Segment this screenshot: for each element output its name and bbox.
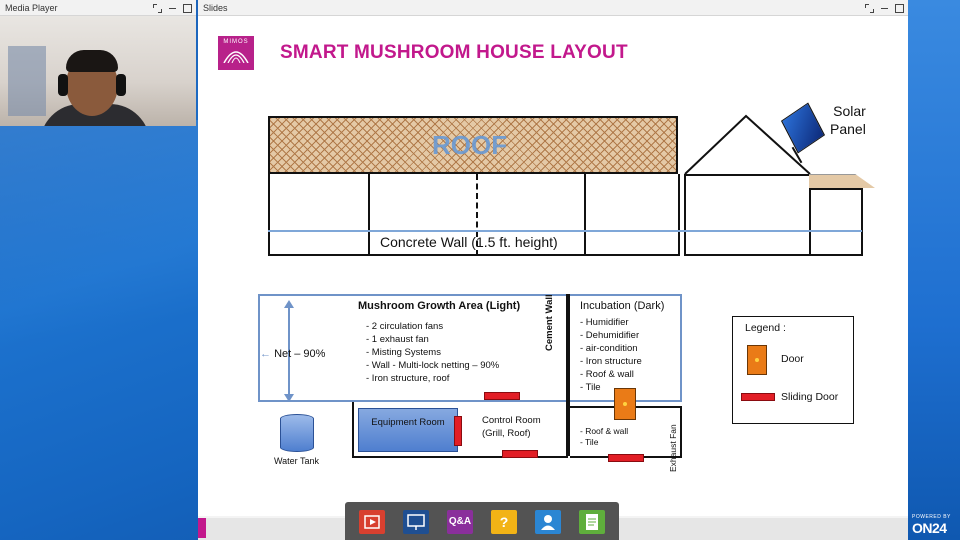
slides-titlebar: Slides xyxy=(198,0,908,16)
legend-sliding-door-label: Sliding Door xyxy=(781,391,839,403)
sliding-door xyxy=(454,416,462,446)
net-arrow xyxy=(288,304,290,396)
maximize-icon[interactable] xyxy=(895,3,904,13)
media-player-title: Media Player xyxy=(5,3,58,13)
concrete-wall-label: Concrete Wall (1.5 ft. height) xyxy=(380,234,558,250)
cement-wall xyxy=(566,294,570,456)
help-button[interactable]: ? xyxy=(491,510,517,534)
side-gable-roof xyxy=(684,114,811,175)
list-item: - Tile xyxy=(580,382,601,393)
legend-title: Legend : xyxy=(745,322,786,334)
slides-icon[interactable] xyxy=(403,510,429,534)
sliding-door-legend-icon xyxy=(741,393,775,401)
presenter-video xyxy=(0,16,196,126)
water-tank-icon xyxy=(280,414,314,452)
roof-block: ROOF xyxy=(268,116,678,174)
desktop-background-edge xyxy=(908,0,960,540)
door xyxy=(614,388,636,420)
list-item: - Misting Systems xyxy=(366,347,441,358)
side-extension xyxy=(809,188,863,256)
lower-right-list: - Roof & wall - Tile xyxy=(580,426,628,448)
equipment-room: Equipment Room xyxy=(358,408,458,452)
speaker-bio-icon[interactable] xyxy=(535,510,561,534)
list-item: - 2 circulation fans xyxy=(366,321,444,332)
arrow-left-icon: ← xyxy=(260,348,271,360)
list-item: - Wall - Multi-lock netting – 90% xyxy=(366,360,500,371)
door-legend-icon xyxy=(747,345,767,375)
expand-icon[interactable] xyxy=(865,3,874,13)
maximize-icon[interactable] xyxy=(183,3,192,13)
legend-door-label: Door xyxy=(781,353,804,365)
incubation-title: Incubation (Dark) xyxy=(580,300,665,312)
expand-icon[interactable] xyxy=(153,3,162,13)
slides-title: Slides xyxy=(203,3,228,13)
side-extension-roof xyxy=(809,174,875,188)
cement-wall-label: Cement Wall xyxy=(544,294,555,351)
growth-area-list: - 2 circulation fans - 1 exhaust fan - M… xyxy=(366,320,499,385)
sliding-door xyxy=(484,392,520,400)
minimize-icon[interactable] xyxy=(168,4,177,13)
desktop-background xyxy=(0,120,200,540)
list-item: - air-condition xyxy=(580,343,638,354)
media-player-titlebar: Media Player xyxy=(0,0,196,16)
slide-canvas: MIMOS SMART MUSHROOM HOUSE LAYOUT ROOF S… xyxy=(198,16,908,516)
slides-window: Slides MIMOS SMART MUSHROOM HOUSE LAYOUT… xyxy=(198,0,908,540)
list-item: - Humidifier xyxy=(580,317,629,328)
minimize-icon[interactable] xyxy=(880,4,889,13)
list-item: - Dehumidifier xyxy=(580,330,640,341)
lower-rooms xyxy=(352,402,568,458)
media-player-icon[interactable] xyxy=(359,510,385,534)
list-item: - Roof & wall xyxy=(580,369,634,380)
arrow-down-icon xyxy=(284,394,294,402)
dashed-section xyxy=(476,174,586,256)
list-item: - Iron structure, roof xyxy=(366,373,450,384)
house-divider xyxy=(368,174,370,256)
on24-logo: ON24 xyxy=(912,520,947,536)
list-item: - 1 exhaust fan xyxy=(366,334,429,345)
mimos-logo: MIMOS xyxy=(218,36,254,70)
list-item: - Iron structure xyxy=(580,356,642,367)
media-player-window: Media Player xyxy=(0,0,196,126)
qa-button[interactable]: Q&A xyxy=(447,510,473,534)
sliding-door xyxy=(502,450,538,458)
solar-panel-label: Solar Panel xyxy=(830,103,866,137)
legend-box: Legend : Door Sliding Door xyxy=(732,316,854,424)
roof-label: ROOF xyxy=(432,130,508,160)
concrete-wall-line xyxy=(268,230,862,232)
incubation-list: - Humidifier - Dehumidifier - air-condit… xyxy=(580,316,642,394)
growth-area-title: Mushroom Growth Area (Light) xyxy=(358,300,521,312)
tool-dock: Q&A ? xyxy=(345,502,619,540)
exhaust-fan-label: Exhaust Fan xyxy=(668,424,678,472)
resources-icon[interactable] xyxy=(579,510,605,534)
list-item: - Tile xyxy=(580,437,599,447)
net-label: ← Net – 90% xyxy=(260,348,326,360)
slide-title: SMART MUSHROOM HOUSE LAYOUT xyxy=(280,42,628,63)
side-house xyxy=(684,174,811,256)
slide-accent-mark xyxy=(198,518,206,538)
list-item: - Roof & wall xyxy=(580,426,629,436)
water-tank-label: Water Tank xyxy=(274,456,320,466)
house-body xyxy=(268,174,680,256)
sliding-door xyxy=(608,454,644,462)
control-room-label: Control Room (Grill, Roof) xyxy=(482,415,541,439)
powered-by-label: POWERED BY xyxy=(912,514,951,520)
